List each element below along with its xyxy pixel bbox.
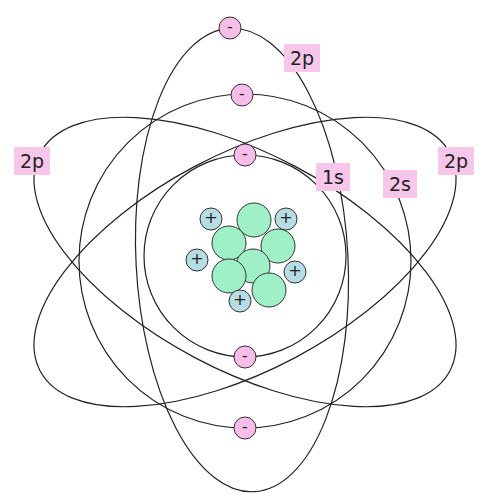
orbital-name: 2p bbox=[444, 150, 468, 172]
electron: - bbox=[230, 83, 254, 107]
orbital-label: 2p bbox=[438, 147, 474, 175]
electron: - bbox=[218, 16, 242, 40]
charge-sign: + bbox=[283, 260, 307, 284]
neutron bbox=[252, 273, 286, 307]
neutron bbox=[212, 259, 246, 293]
orbital-label: 1s bbox=[316, 163, 350, 191]
charge-sign: - bbox=[233, 416, 257, 440]
orbital-name: 2s bbox=[389, 173, 411, 195]
orbit-2s bbox=[79, 94, 411, 428]
electron: - bbox=[233, 143, 257, 167]
orbit-2p bbox=[0, 58, 484, 467]
charge-sign: + bbox=[228, 289, 252, 313]
neutron bbox=[237, 203, 271, 237]
charge-sign: + bbox=[274, 207, 298, 231]
charge-sign: + bbox=[185, 248, 209, 272]
proton: + bbox=[228, 289, 252, 313]
orbital-label: 2s bbox=[383, 170, 417, 198]
charge-sign: - bbox=[233, 143, 257, 167]
proton: + bbox=[185, 248, 209, 272]
orbital-label: 2p bbox=[284, 44, 320, 72]
orbital-name: 1s bbox=[322, 166, 344, 188]
proton: + bbox=[274, 207, 298, 231]
electron: - bbox=[233, 345, 257, 369]
charge-sign: - bbox=[233, 345, 257, 369]
charge-sign: + bbox=[199, 207, 223, 231]
proton: + bbox=[199, 207, 223, 231]
charge-sign: - bbox=[230, 83, 254, 107]
orbital-label: 2p bbox=[14, 147, 50, 175]
orbit-2p bbox=[124, 23, 360, 497]
orbital-name: 2p bbox=[290, 47, 314, 69]
charge-sign: - bbox=[218, 16, 242, 40]
orbit-2p bbox=[0, 58, 484, 467]
proton: + bbox=[283, 260, 307, 284]
orbital-name: 2p bbox=[20, 150, 44, 172]
electron: - bbox=[233, 416, 257, 440]
